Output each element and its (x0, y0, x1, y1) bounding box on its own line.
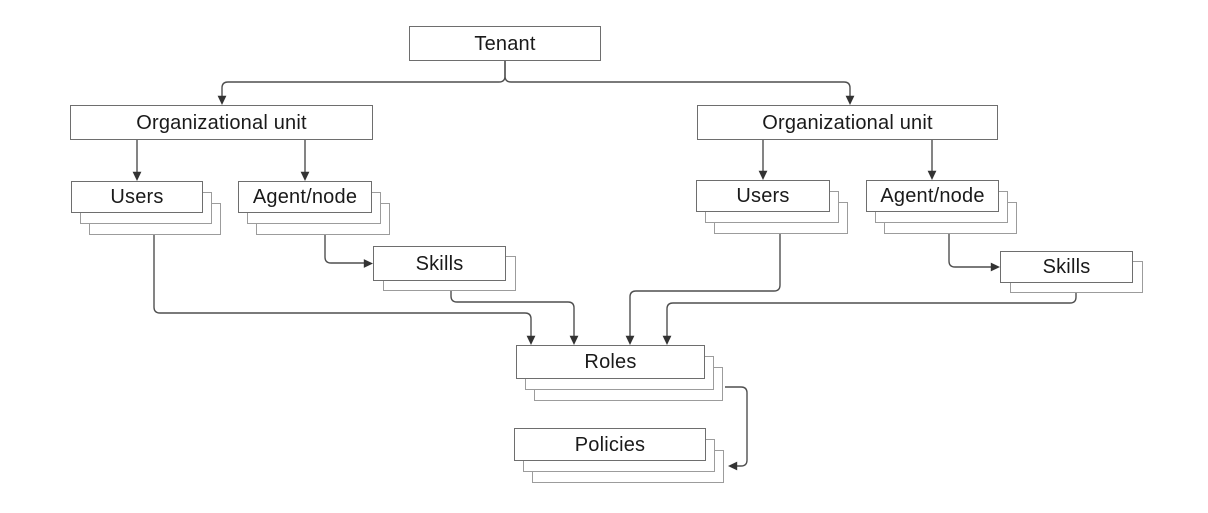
edge-line (504, 61, 851, 97)
edge-tenant-to-ou-right (504, 61, 855, 105)
arrowhead-down-icon (300, 171, 310, 181)
edge-agent-left-to-skills-left (324, 235, 373, 268)
node-skills-left: Skills (373, 246, 516, 291)
node-label: Agent/node (252, 186, 358, 208)
edge-agent-right-to-skills-right (948, 234, 1000, 272)
node-tenant: Tenant (409, 26, 601, 61)
node-label: Organizational unit (136, 111, 307, 134)
node-box: Agent/node (866, 180, 999, 212)
arrowhead-right-icon (990, 262, 1000, 272)
arrowhead-left-icon (728, 461, 738, 471)
node-box: Tenant (409, 26, 601, 61)
node-label: Agent/node (880, 185, 985, 207)
node-organizational-unit-right: Organizational unit (697, 105, 998, 140)
node-agent-node-right: Agent/node (866, 180, 1017, 234)
node-label: Skills (415, 252, 464, 275)
node-label: Policies (574, 433, 646, 456)
node-skills-right: Skills (1000, 251, 1143, 293)
node-box: Agent/node (238, 181, 372, 213)
edge-users-right-to-roles (625, 234, 781, 345)
edge-tenant-to-ou-left (217, 61, 506, 105)
node-box: Policies (514, 428, 706, 461)
node-box: Roles (516, 345, 705, 379)
edge-line (948, 234, 991, 268)
edge-line (221, 61, 506, 97)
node-label: Users (736, 185, 790, 207)
arrowhead-down-icon (569, 335, 579, 345)
arrowhead-down-icon (845, 95, 855, 105)
node-label: Roles (584, 351, 637, 373)
node-label: Organizational unit (762, 111, 933, 134)
arrowhead-down-icon (662, 335, 672, 345)
edge-ou-right-to-users-right (758, 140, 768, 180)
node-label: Tenant (474, 32, 536, 55)
node-agent-node-left: Agent/node (238, 181, 390, 235)
node-policies: Policies (514, 428, 724, 483)
node-box: Skills (373, 246, 506, 281)
edge-line (629, 234, 781, 337)
node-roles: Roles (516, 345, 723, 401)
edge-ou-right-to-agent-right (927, 140, 937, 180)
node-box: Organizational unit (697, 105, 998, 140)
node-box: Organizational unit (70, 105, 373, 140)
edge-ou-left-to-agent-left (300, 140, 310, 181)
arrowhead-down-icon (927, 170, 937, 180)
edge-roles-to-policies (725, 386, 748, 471)
arrowhead-down-icon (217, 95, 227, 105)
arrowhead-right-icon (363, 259, 373, 268)
arrowhead-down-icon (526, 335, 536, 345)
edge-skills-left-to-roles (450, 291, 579, 345)
arrowhead-down-icon (132, 171, 142, 181)
arrowhead-down-icon (625, 335, 635, 345)
edge-line (666, 293, 1077, 337)
edge-line (450, 291, 575, 337)
node-label: Users (110, 186, 164, 208)
node-box: Users (71, 181, 203, 213)
edge-skills-right-to-roles (662, 293, 1077, 345)
node-box: Skills (1000, 251, 1133, 283)
edge-line (725, 386, 748, 467)
edge-line (324, 235, 364, 264)
node-label: Skills (1042, 256, 1091, 278)
edge-ou-left-to-users-left (132, 140, 142, 181)
node-box: Users (696, 180, 830, 212)
node-users-right: Users (696, 180, 848, 234)
node-organizational-unit-left: Organizational unit (70, 105, 373, 140)
node-users-left: Users (71, 181, 221, 235)
arrowhead-down-icon (758, 170, 768, 180)
